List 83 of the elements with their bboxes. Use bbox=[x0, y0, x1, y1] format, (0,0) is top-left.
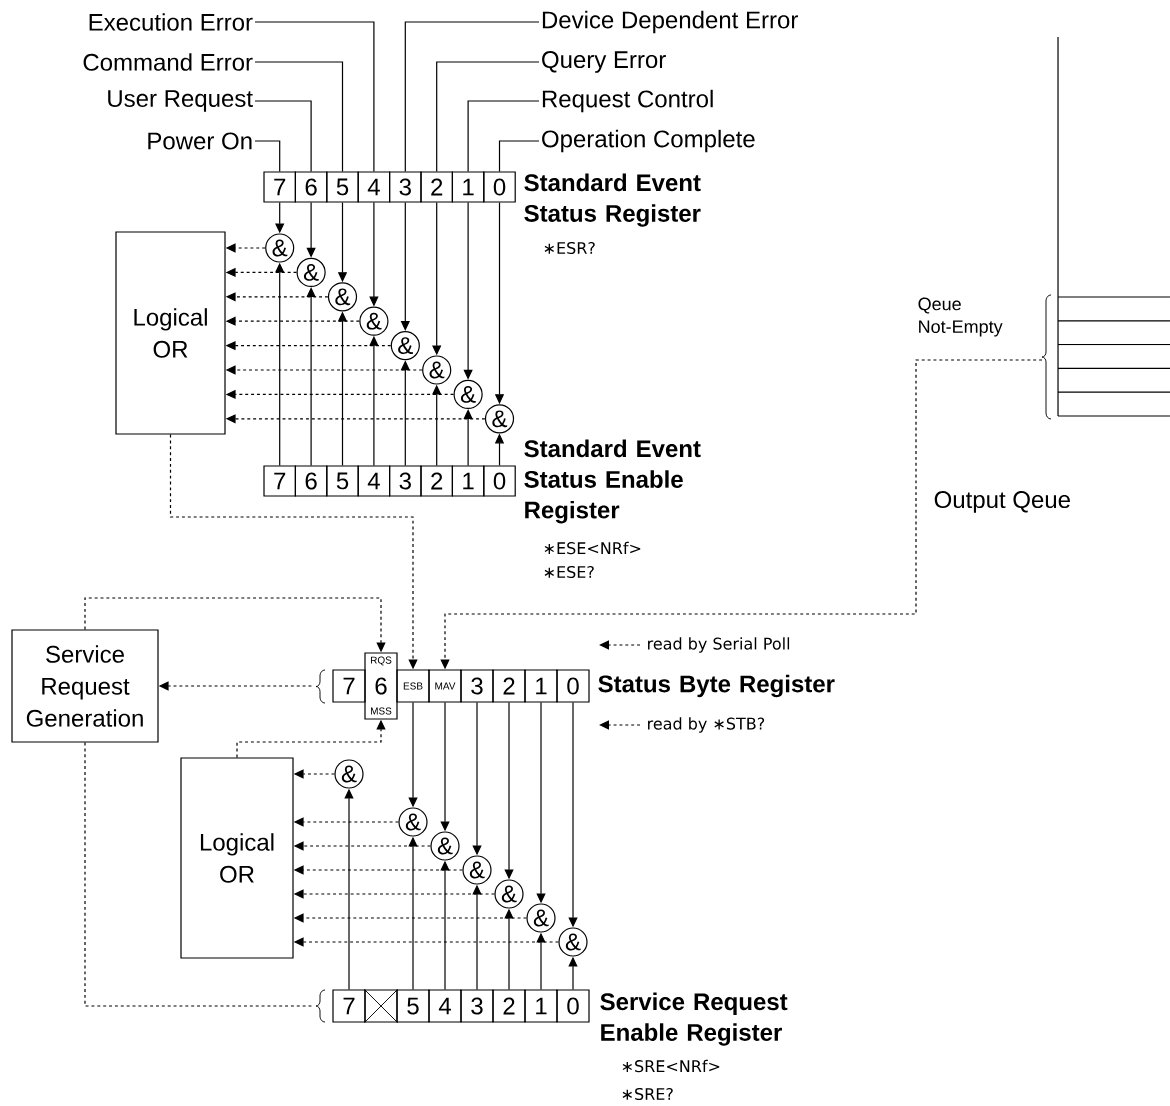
connector-line bbox=[404, 21, 540, 172]
event-label: Power On bbox=[148, 132, 252, 150]
event-label: Operation Complete bbox=[542, 129, 755, 153]
note-text: read by ∗STB? bbox=[648, 717, 765, 733]
connector-line bbox=[254, 100, 312, 172]
and-gate: & bbox=[484, 404, 515, 434]
register-title: Service Request Enable Register bbox=[600, 992, 788, 1046]
and-gate: & bbox=[526, 903, 556, 933]
event-label: Command Error bbox=[83, 53, 253, 71]
bit-cell: 1 bbox=[524, 669, 558, 703]
queue-title: Output Qeue bbox=[934, 491, 1070, 513]
command-text: ∗ESE<NRf> bbox=[544, 541, 641, 555]
bit-cell: 3 bbox=[460, 669, 494, 703]
bit-cell: 1 bbox=[524, 989, 558, 1023]
event-label: User Request bbox=[108, 90, 253, 112]
process-box: Logical OR bbox=[115, 231, 226, 435]
bit-cell: 0 bbox=[556, 989, 590, 1023]
bit-cell: 7 bbox=[332, 669, 366, 703]
bit-cell: 3 bbox=[460, 989, 494, 1023]
bit-cell: 6 bbox=[294, 465, 328, 497]
bit-cell: 2 bbox=[420, 171, 453, 203]
arrow bbox=[400, 202, 410, 331]
and-gate: & bbox=[494, 879, 524, 909]
bit-cell: 1 bbox=[451, 465, 485, 497]
and-gate: & bbox=[327, 282, 358, 312]
and-gate: & bbox=[422, 355, 452, 385]
connector-line bbox=[254, 21, 375, 172]
bit-cell: 5 bbox=[326, 171, 359, 203]
connector-line bbox=[436, 61, 540, 172]
and-gate: & bbox=[334, 759, 364, 789]
command-text: ∗ESR? bbox=[544, 241, 595, 255]
bit-cell: 3 bbox=[389, 171, 422, 203]
bit-cell: ESB bbox=[396, 669, 430, 703]
bit-cell: 2 bbox=[492, 669, 526, 703]
register-title: Status Byte Register bbox=[598, 674, 835, 698]
process-box: Logical OR bbox=[180, 757, 294, 959]
connector-line bbox=[254, 61, 344, 172]
register-title: Standard Event Status Register bbox=[524, 173, 701, 227]
bit-cell: 5 bbox=[396, 989, 430, 1023]
and-gate: & bbox=[453, 379, 483, 409]
bit-cell: 2 bbox=[492, 989, 526, 1023]
event-label: Execution Error bbox=[89, 13, 253, 31]
and-gate: & bbox=[265, 233, 295, 263]
crossed-cell bbox=[363, 988, 399, 1024]
and-gate: & bbox=[359, 306, 389, 336]
command-text: ∗SRE<NRf> bbox=[622, 1059, 720, 1073]
bit-cell: 6 bbox=[294, 171, 328, 203]
bit-cell: 5 bbox=[326, 465, 359, 497]
register-title: Standard Event Status Enable Register bbox=[524, 439, 701, 524]
process-box: Service Request Generation bbox=[11, 629, 159, 743]
bit-cell: 4 bbox=[357, 171, 391, 203]
and-gate: & bbox=[430, 831, 460, 861]
bit-cell: 0 bbox=[556, 669, 590, 703]
bit-cell: 4 bbox=[428, 989, 462, 1023]
bit-cell: MAV bbox=[428, 669, 462, 703]
bit-cell: 3 bbox=[389, 465, 422, 497]
connector-line bbox=[467, 100, 540, 172]
command-text: ∗ESE? bbox=[544, 565, 594, 579]
queue-label: Qeue Not-Empty bbox=[918, 297, 1003, 337]
arrow bbox=[306, 287, 316, 466]
event-label: Request Control bbox=[542, 89, 713, 113]
bit-cell: 7 bbox=[332, 989, 366, 1023]
note-text: read by Serial Poll bbox=[648, 637, 790, 653]
event-label: Device Dependent Error bbox=[542, 10, 798, 34]
bit-cell: 7 bbox=[263, 465, 296, 497]
bit-cell: 2 bbox=[420, 465, 453, 497]
bit-cell: 7 bbox=[263, 171, 296, 203]
connector-line bbox=[498, 140, 540, 172]
connector-line bbox=[254, 140, 281, 172]
bit-cell: 6 RQS MSS bbox=[364, 652, 398, 720]
and-gate: & bbox=[558, 927, 588, 957]
and-gate: & bbox=[390, 331, 420, 361]
arrow bbox=[463, 409, 473, 466]
command-text: ∗SRE? bbox=[622, 1087, 673, 1101]
bit-cell: 1 bbox=[451, 171, 485, 203]
connector-line bbox=[84, 742, 312, 1007]
and-gate: & bbox=[462, 855, 492, 885]
event-label: Query Error bbox=[542, 51, 666, 73]
bit-cell: 4 bbox=[357, 465, 391, 497]
bit-cell: 0 bbox=[483, 171, 516, 203]
and-gate: & bbox=[398, 807, 428, 837]
bit-cell: 0 bbox=[483, 465, 516, 497]
and-gate: & bbox=[296, 257, 326, 287]
